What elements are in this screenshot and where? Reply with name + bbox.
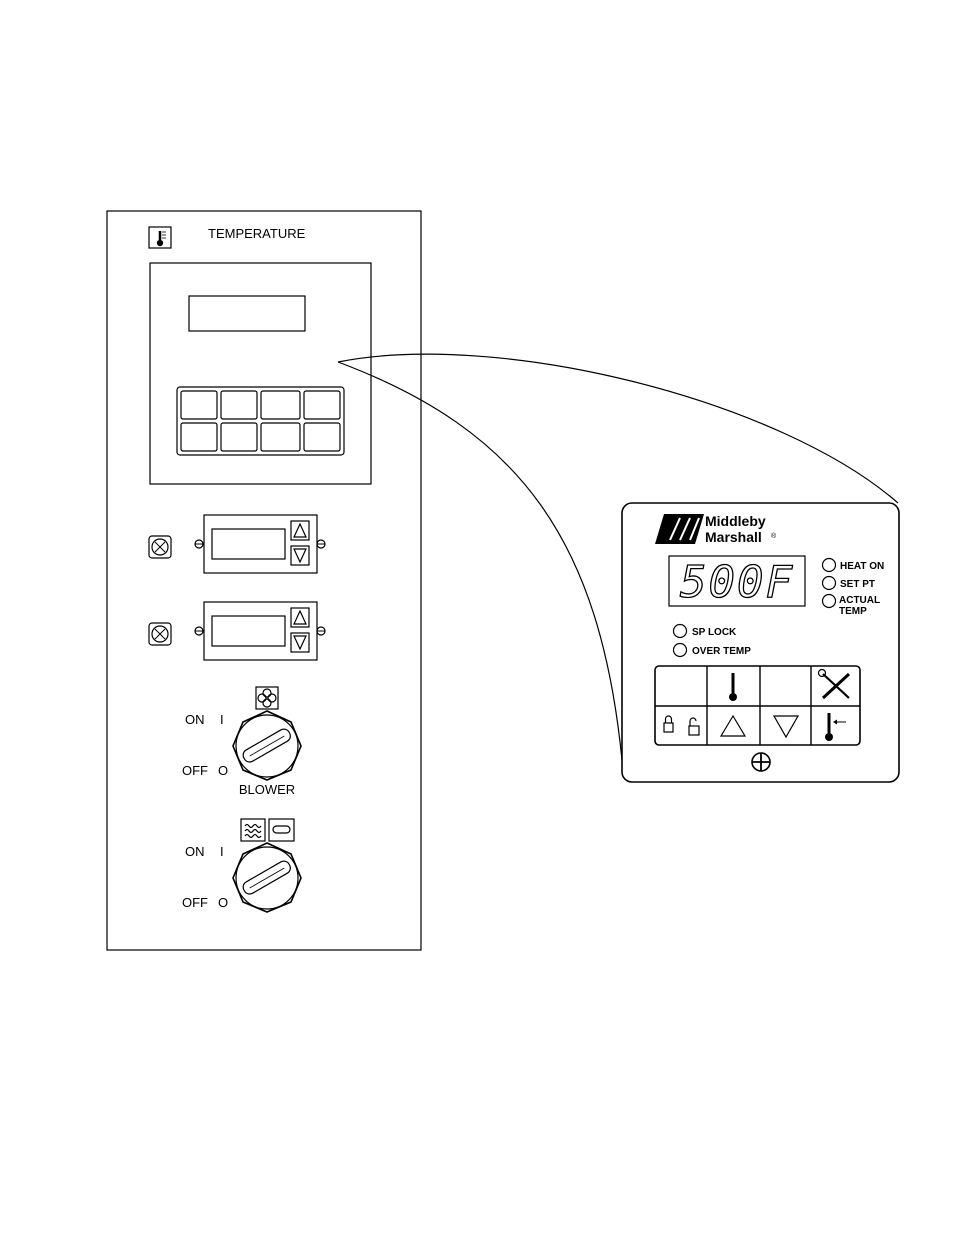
- conveyor-icon: [269, 819, 294, 841]
- keypad-key[interactable]: [181, 423, 217, 451]
- blower-rotary-switch[interactable]: [233, 711, 301, 780]
- heat-on-label: HEAT ON: [840, 561, 884, 572]
- blower-on-symbol: I: [220, 712, 224, 727]
- keypad-key[interactable]: [304, 391, 340, 419]
- conveyor-speed-icon: [149, 623, 171, 645]
- fan-icon: [256, 687, 278, 709]
- down-arrow-key[interactable]: [761, 707, 810, 744]
- set-pt-label: SET PT: [840, 579, 875, 590]
- speed-display-window: [212, 616, 285, 646]
- keypad-key[interactable]: [261, 391, 300, 419]
- conveyor-off-label: OFF: [182, 895, 208, 910]
- up-arrow-key[interactable]: [708, 707, 759, 744]
- lock-unlock-key[interactable]: [656, 707, 706, 744]
- keypad-key[interactable]: [221, 391, 257, 419]
- speed-up-button[interactable]: [291, 521, 309, 540]
- speed-display-window: [212, 529, 285, 559]
- display-value: 500F: [680, 557, 794, 608]
- heat-icon: [241, 819, 265, 841]
- conveyor-off-symbol: O: [218, 895, 228, 910]
- brand-line1: Middleby: [705, 513, 766, 529]
- service-key[interactable]: [812, 667, 859, 705]
- callout-line-lower: [338, 362, 622, 760]
- actual-temp-indicator: [823, 595, 836, 608]
- middleby-marshall-logo: Middleby Marshall ®: [655, 513, 777, 545]
- set-temp-key[interactable]: [812, 707, 859, 744]
- speed-up-button[interactable]: [291, 608, 309, 627]
- control-panel-outline: [107, 211, 421, 950]
- temperature-display-window: [189, 296, 305, 331]
- temp-label: TEMP: [839, 606, 867, 617]
- keypad-key[interactable]: [221, 423, 257, 451]
- speed-down-button[interactable]: [291, 633, 309, 652]
- blank-key[interactable]: [761, 667, 810, 705]
- keypad-key[interactable]: [304, 423, 340, 451]
- temperature-keypad: [177, 387, 344, 455]
- blower-on-label: ON: [185, 712, 205, 727]
- actual-label: ACTUAL: [839, 595, 880, 606]
- blower-off-label: OFF: [182, 763, 208, 778]
- registered-mark: ®: [771, 532, 777, 540]
- sp-lock-label: SP LOCK: [692, 627, 737, 638]
- brand-line2: Marshall: [705, 529, 762, 545]
- set-pt-indicator: [823, 577, 836, 590]
- conveyor-speed-controller-2: [149, 602, 325, 660]
- temperature-label: TEMPERATURE: [208, 226, 306, 241]
- conveyor-on-symbol: I: [220, 844, 224, 859]
- over-temp-indicator: [674, 644, 687, 657]
- sp-lock-indicator: [674, 625, 687, 638]
- blower-off-symbol: O: [218, 763, 228, 778]
- conveyor-speed-controller-1: [149, 515, 325, 573]
- conveyor-rotary-switch[interactable]: [233, 843, 301, 912]
- over-temp-label: OVER TEMP: [692, 646, 751, 657]
- conveyor-on-label: ON: [185, 844, 205, 859]
- blower-caption: BLOWER: [239, 782, 295, 797]
- callout-line-upper: [338, 354, 898, 503]
- thermometer-key[interactable]: [708, 667, 759, 705]
- speed-down-button[interactable]: [291, 546, 309, 565]
- conveyor-speed-icon: [149, 536, 171, 558]
- keypad-key[interactable]: [261, 423, 300, 451]
- thermometer-icon: [149, 227, 171, 248]
- blank-key[interactable]: [656, 667, 706, 705]
- plus-circle-icon: [752, 753, 770, 771]
- heat-on-indicator: [823, 559, 836, 572]
- keypad-key[interactable]: [181, 391, 217, 419]
